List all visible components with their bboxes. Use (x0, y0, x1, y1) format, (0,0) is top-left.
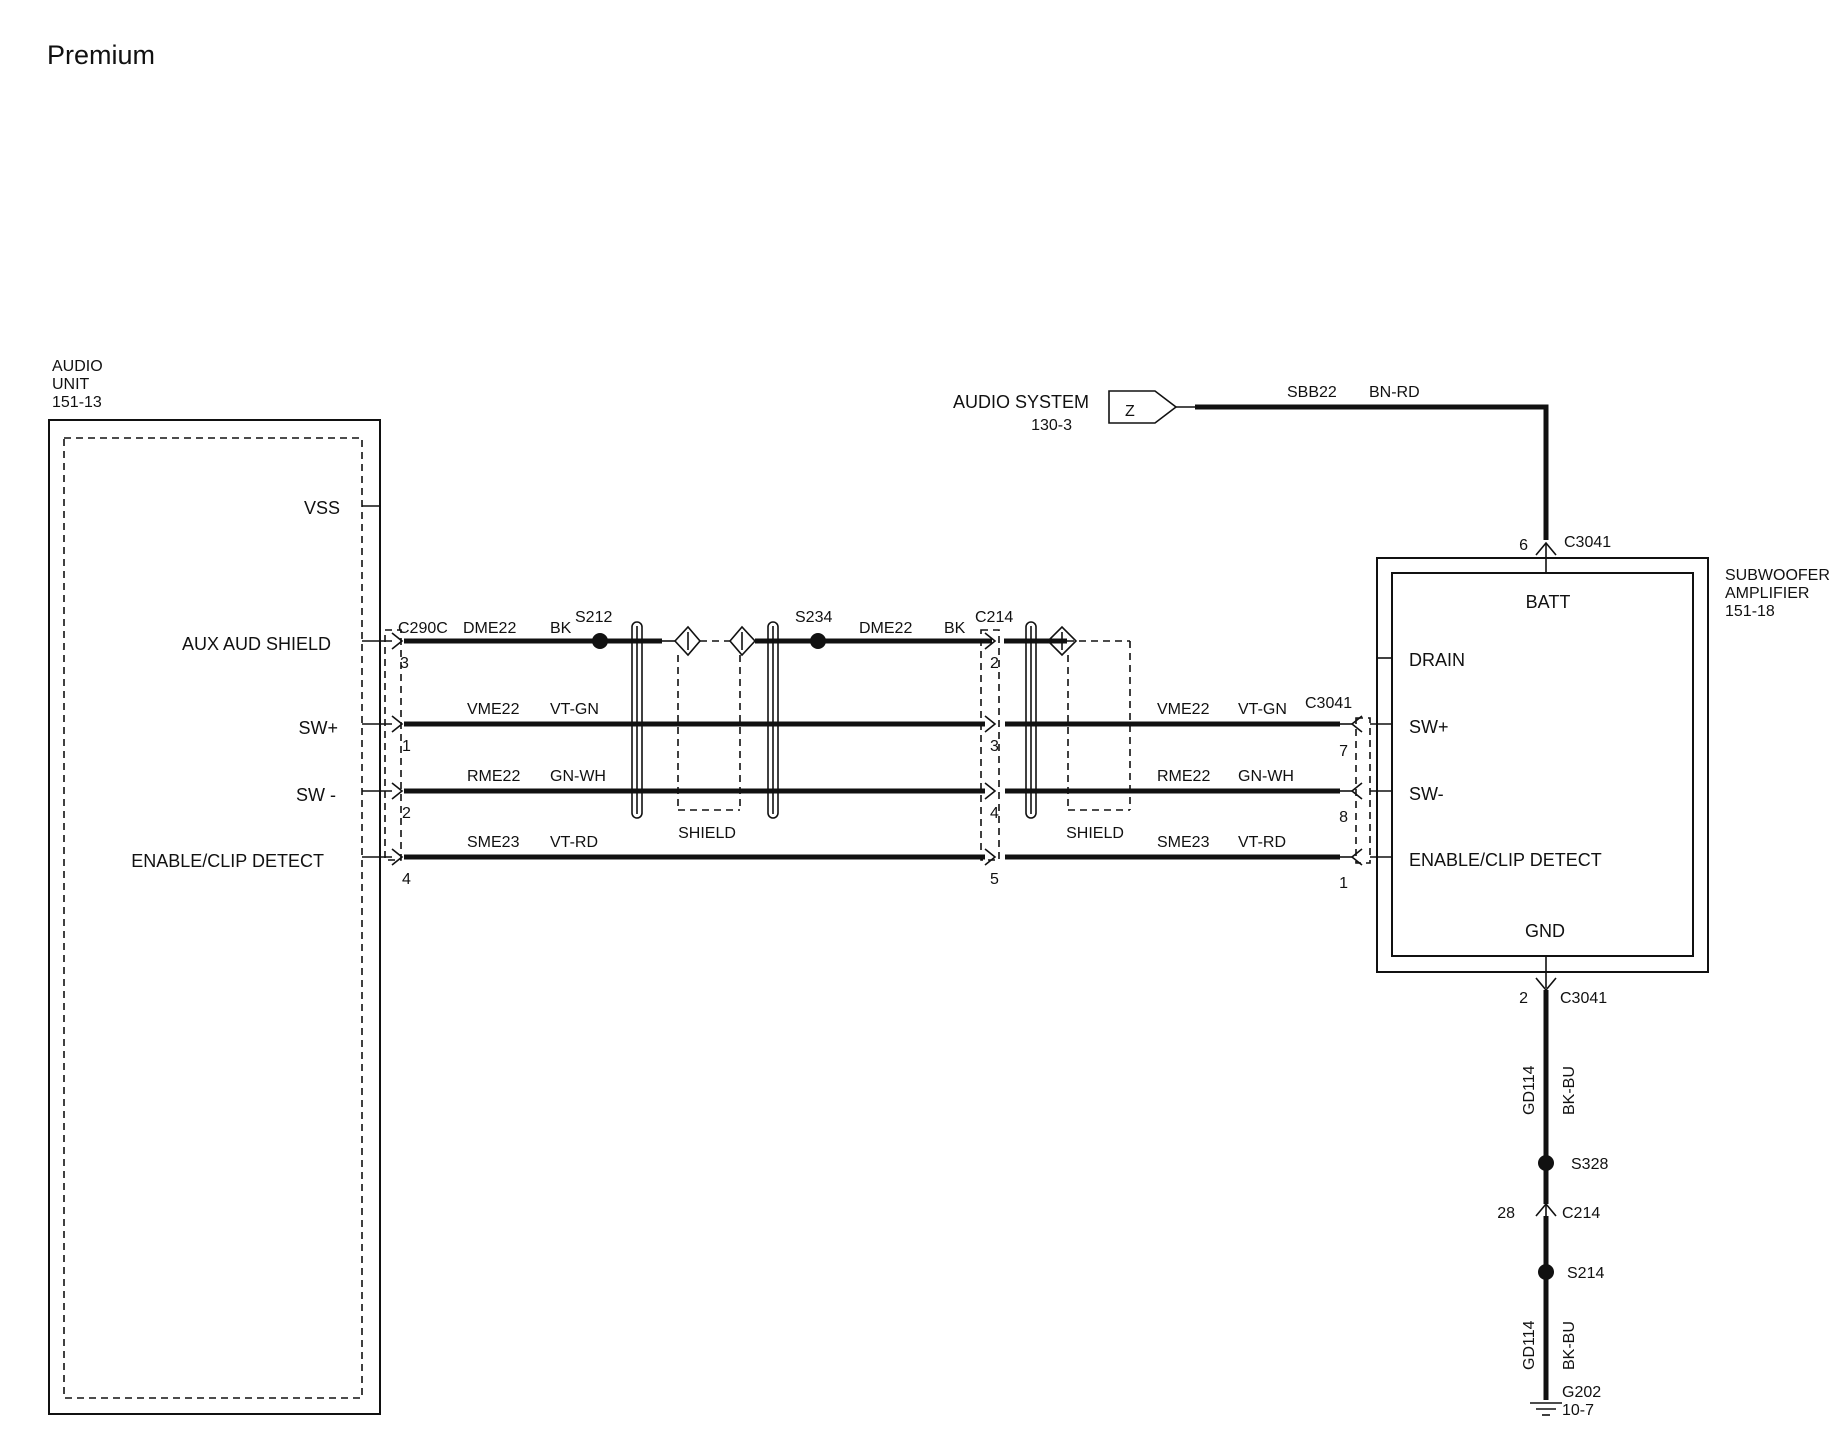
c3041-label-batt: C3041 (1564, 534, 1611, 551)
connector-c290c: C290C 3 1 2 4 (384, 620, 448, 888)
ground-symbol (1530, 1402, 1562, 1416)
wire-color-gnwh-b: GN-WH (1238, 768, 1294, 785)
c290c-pin-3: 3 (400, 655, 409, 672)
c214-pin-3: 3 (990, 738, 999, 755)
pin-label-enable-clip: ENABLE/CLIP DETECT (131, 851, 324, 871)
connector-c214: C214 2 3 4 5 (975, 609, 1013, 888)
sw-plus-wire: VME22 VT-GN VME22 VT-GN (404, 701, 1340, 727)
audio-unit-inner-box (63, 437, 363, 1399)
audio-system-flag (1108, 390, 1178, 424)
splice-label-s212: S212 (575, 609, 612, 626)
sub-pin-drain: DRAIN (1409, 650, 1465, 670)
wire-color-vtgn-b: VT-GN (1238, 701, 1287, 718)
sub-pin-batt: BATT (1526, 592, 1571, 612)
splice-label-s234: S234 (795, 609, 832, 626)
c3041-pin-6: 6 (1519, 537, 1528, 554)
shield-diamond-2 (728, 625, 757, 657)
c214-label: C214 (975, 609, 1013, 626)
sub-pin-enable-clip: ENABLE/CLIP DETECT (1409, 850, 1602, 870)
enable-clip-wire: SME23 VT-RD SME23 VT-RD (404, 834, 1340, 860)
splice-s214 (1538, 1264, 1554, 1280)
subwoofer-inner-box (1391, 572, 1694, 957)
shield-drain-wire: DME22 BK S212 S234 DME22 BK (404, 609, 1130, 649)
wire-label-dme22-b: DME22 (859, 620, 912, 637)
c3041-label-gnd: C3041 (1560, 990, 1607, 1007)
wire-label-vme22-b: VME22 (1157, 701, 1210, 718)
wire-color-vtgn-a: VT-GN (550, 701, 599, 718)
c214-pin-2: 2 (990, 655, 999, 672)
c290c-label: C290C (398, 620, 448, 637)
wire-label-rme22-b: RME22 (1157, 768, 1210, 785)
subwoofer-ref: 151-18 (1725, 603, 1775, 620)
audio-unit: AUDIO UNIT 151-13 VSS AUX AUD SHIELD SW+… (48, 358, 392, 1415)
c3041-pin-8: 8 (1339, 809, 1348, 826)
c214-pin-5: 5 (990, 871, 999, 888)
audio-system-feed: AUDIO SYSTEM 130-3 Z SBB22 BN-RD 6 C3041 (953, 384, 1611, 573)
twisted-pair-left: SHIELD (631, 621, 779, 842)
audio-unit-outer-box (48, 419, 381, 1415)
c290c-pin-1: 1 (402, 738, 411, 755)
subwoofer-name-2: AMPLIFIER (1725, 585, 1809, 602)
pin-label-aux-aud-shield: AUX AUD SHIELD (182, 634, 331, 654)
sub-pin-gnd: GND (1525, 921, 1565, 941)
wire-color-bk-b: BK (944, 620, 966, 637)
c290c-pin-2: 2 (402, 805, 411, 822)
ground-ref: 10-7 (1562, 1402, 1594, 1419)
wire-label-sme23-b: SME23 (1157, 834, 1210, 851)
wire-label-sbb22: SBB22 (1287, 384, 1337, 401)
wire-color-bkbu-b: BK-BU (1561, 1321, 1578, 1370)
splice-label-s214: S214 (1567, 1265, 1604, 1282)
connector-c3041-signal: C3041 7 8 1 (1305, 695, 1371, 892)
page-title: Premium (47, 40, 155, 70)
c214-label-gnd: C214 (1562, 1205, 1600, 1222)
audio-system-name: AUDIO SYSTEM (953, 392, 1089, 412)
audio-system-ref: 130-3 (1031, 417, 1072, 434)
pin-label-sw-minus: SW - (296, 785, 336, 805)
splice-s328 (1538, 1155, 1554, 1171)
shield-label-right: SHIELD (1066, 825, 1124, 842)
c3041-pin-7: 7 (1339, 743, 1348, 760)
wire-label-gd114-b: GD114 (1521, 1320, 1538, 1370)
wire-color-bkbu-a: BK-BU (1561, 1066, 1578, 1115)
shield-label-left: SHIELD (678, 825, 736, 842)
sw-minus-wire: RME22 GN-WH RME22 GN-WH (404, 768, 1340, 794)
c290c-pin-4: 4 (402, 871, 411, 888)
subwoofer-name-1: SUBWOOFER (1725, 567, 1830, 584)
splice-label-s328: S328 (1571, 1156, 1608, 1173)
wire-label-vme22-a: VME22 (467, 701, 520, 718)
wire-color-vtrd-b: VT-RD (1238, 834, 1286, 851)
ground-path: 2 C3041 GD114 BK-BU S328 28 C214 S214 GD… (1497, 956, 1608, 1419)
wire-label-gd114-a: GD114 (1521, 1065, 1538, 1115)
pin-label-vss: VSS (304, 498, 340, 518)
audio-unit-ref: 151-13 (52, 394, 102, 411)
c214-pin-4: 4 (990, 805, 999, 822)
wire-label-rme22-a: RME22 (467, 768, 520, 785)
c3041-pin-2: 2 (1519, 990, 1528, 1007)
wire-label-sme23-a: SME23 (467, 834, 520, 851)
subwoofer-outer-box (1376, 557, 1709, 973)
wire-color-bnrd: BN-RD (1369, 384, 1420, 401)
wire-label-dme22-a: DME22 (463, 620, 516, 637)
wire-color-gnwh-a: GN-WH (550, 768, 606, 785)
twisted-pair-right: SHIELD (1025, 621, 1131, 842)
c214-pin-28: 28 (1497, 1205, 1515, 1222)
sub-pin-sw-minus: SW- (1409, 784, 1444, 804)
shield-diamond-3 (1046, 625, 1078, 657)
audio-unit-name-1: AUDIO (52, 358, 103, 375)
shield-diamond-1 (673, 625, 702, 657)
pin-label-sw-plus: SW+ (298, 718, 338, 738)
audio-system-flag-letter: Z (1125, 403, 1135, 420)
wire-color-vtrd-a: VT-RD (550, 834, 598, 851)
audio-unit-name-2: UNIT (52, 376, 90, 393)
ground-label-g202: G202 (1562, 1384, 1601, 1401)
wire-color-bk-a: BK (550, 620, 572, 637)
c3041-pin-1: 1 (1339, 875, 1348, 892)
c3041-label-signal: C3041 (1305, 695, 1352, 712)
subwoofer-amplifier: SUBWOOFER AMPLIFIER 151-18 BATT DRAIN SW… (1370, 557, 1830, 973)
sub-pin-sw-plus: SW+ (1409, 717, 1449, 737)
